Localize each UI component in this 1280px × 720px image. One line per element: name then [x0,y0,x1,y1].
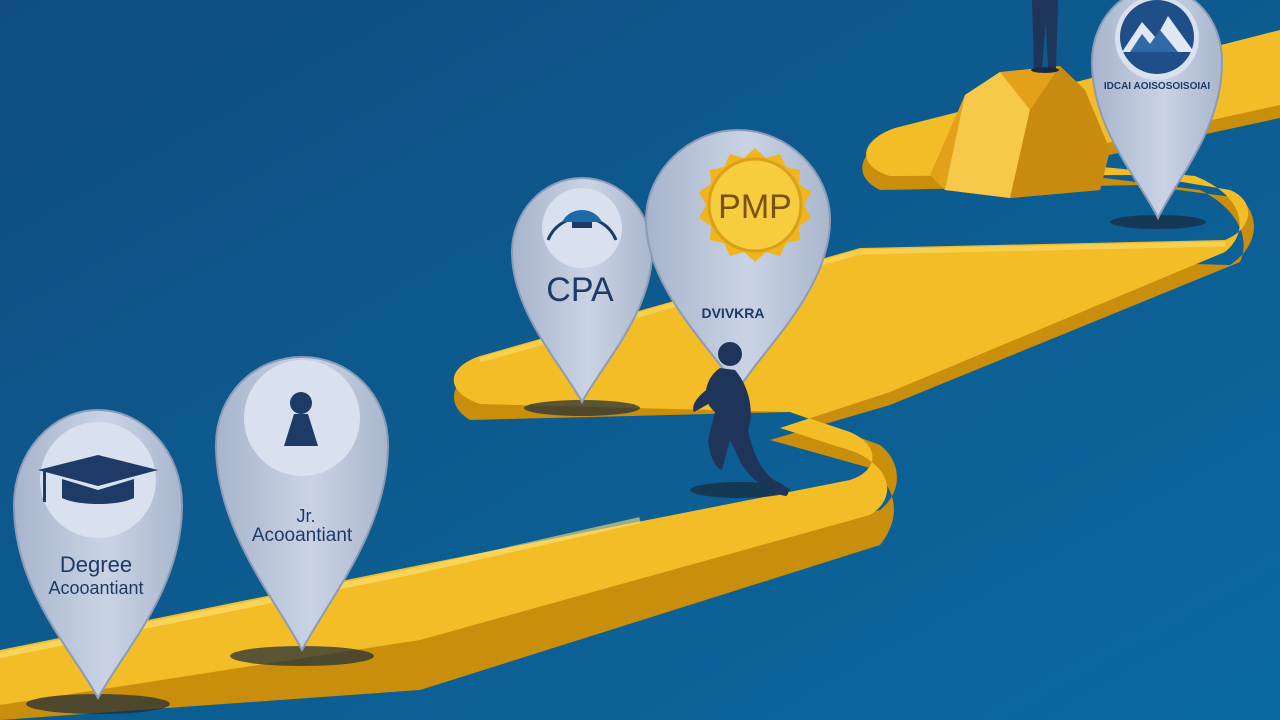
milestone-pin-pmp: PMP DVIVKRA [644,128,832,392]
pin-shadows [26,215,1206,714]
milestone-pin-jr-accountant: Jr. Acooantiant [214,355,390,653]
pin-label-line-2: Acooantiant [48,578,143,598]
person-icon [284,392,318,446]
pin-label-pmp-sub: DVIVKRA [701,305,764,321]
pin-label-line-2: Acooantiant [252,525,353,546]
pin-label-cpa: CPA [546,271,614,309]
pin-label-summit: IDCAI AOISOSOISOIAI [1104,81,1211,92]
cap-arc-icon [546,210,618,241]
kneeling-person [693,342,789,496]
pin-label-line-1: Jr. [296,506,315,526]
standing-person [1031,0,1059,73]
mountain-icon [1120,0,1194,74]
milestone-pin-degree: Degree Acooantiant [12,408,184,701]
pmp-badge-text: PMP [718,188,792,226]
graduation-cap-icon [38,455,158,504]
pmp-badge-icon: PMP [699,148,811,262]
milestone-pin-summit: IDCAI AOISOSOISOIAI [1090,0,1224,221]
summit-rock [930,66,1110,198]
pin-label-line-1: Degree [60,552,132,577]
milestone-pin-cpa: CPA [510,176,654,405]
